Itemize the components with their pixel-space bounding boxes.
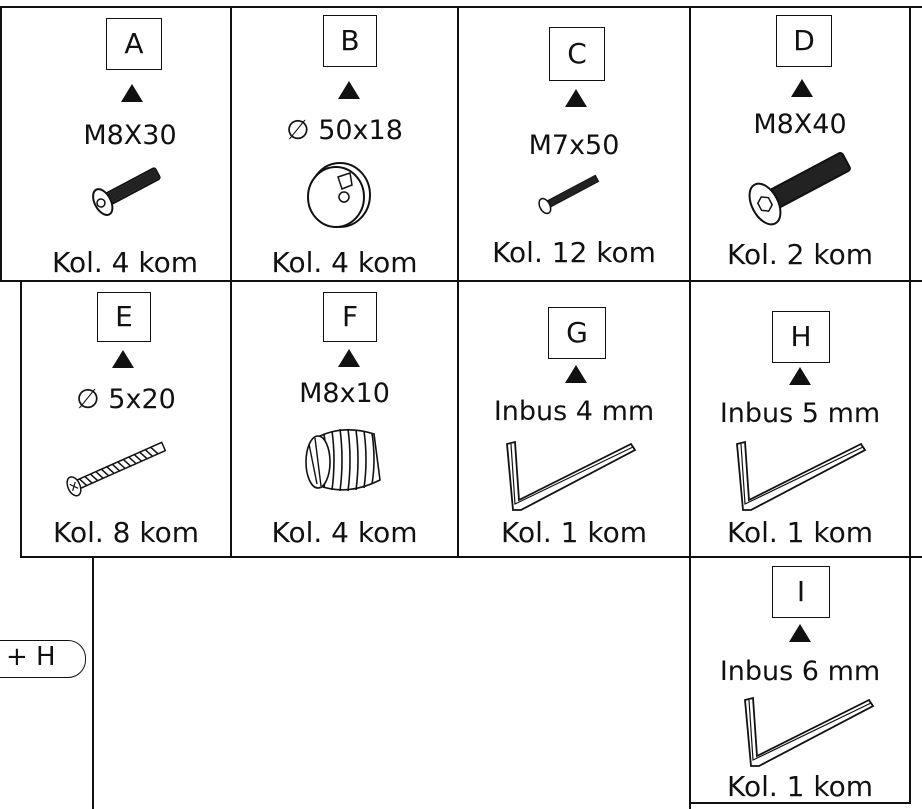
part-letter-h: H bbox=[772, 311, 830, 363]
pointer-arrow-e bbox=[112, 350, 134, 368]
lower-left-divider bbox=[92, 558, 94, 809]
part-letter-c: C bbox=[549, 27, 605, 81]
part-spec-i: Inbus 6 mm bbox=[719, 656, 881, 687]
right-edge-border bbox=[909, 8, 911, 803]
part-qty-i: Kol. 1 kom bbox=[726, 770, 873, 803]
part-spec-b-value: 50x18 bbox=[318, 115, 403, 146]
part-letter-f: F bbox=[323, 292, 377, 342]
allen-key-icon bbox=[506, 440, 637, 511]
part-qty-h: Kol. 1 kom bbox=[726, 516, 873, 549]
pointer-arrow-i bbox=[789, 624, 811, 642]
part-letter-b: B bbox=[323, 15, 377, 67]
col1-divider bbox=[230, 8, 232, 557]
col2-divider bbox=[457, 8, 459, 557]
pointer-arrow-h bbox=[789, 367, 811, 385]
col3-divider bbox=[689, 8, 691, 809]
left-edge-border bbox=[0, 8, 2, 280]
diameter-symbol: ∅ bbox=[76, 384, 100, 415]
part-qty-f: Kol. 4 kom bbox=[271, 516, 418, 549]
part-qty-c: Kol. 12 kom bbox=[492, 236, 656, 269]
pointer-arrow-d bbox=[791, 79, 813, 97]
threaded-insert-icon bbox=[305, 428, 381, 492]
part-letter-e: E bbox=[97, 292, 151, 342]
row2-bottom-border bbox=[20, 556, 922, 558]
allen-key-icon bbox=[736, 440, 867, 511]
pointer-arrow-c bbox=[565, 89, 587, 107]
cell-i-bottom-border bbox=[689, 802, 911, 804]
cam-lock-icon bbox=[307, 162, 371, 228]
row1-bottom-border bbox=[0, 280, 922, 282]
wood-screw-icon bbox=[66, 441, 167, 497]
part-spec-g: Inbus 4 mm bbox=[493, 396, 655, 427]
part-spec-b: ∅ 50x18 bbox=[232, 115, 457, 146]
part-spec-f: M8x10 bbox=[299, 378, 390, 409]
side-note-text: + H bbox=[6, 642, 56, 672]
allen-key-icon bbox=[744, 696, 875, 767]
pointer-arrow-f bbox=[338, 349, 360, 367]
col1-left-border bbox=[20, 282, 22, 557]
countersunk-screw-icon bbox=[538, 174, 600, 215]
part-spec-h: Inbus 5 mm bbox=[719, 398, 881, 429]
hex-socket-bolt-icon bbox=[748, 152, 851, 226]
hex-socket-bolt-icon bbox=[92, 167, 161, 216]
pointer-arrow-g bbox=[565, 365, 587, 383]
part-qty-b: Kol. 4 kom bbox=[271, 246, 418, 279]
part-qty-d: Kol. 2 kom bbox=[726, 238, 873, 271]
pointer-arrow-b bbox=[338, 81, 360, 99]
part-spec-a: M8X30 bbox=[83, 120, 177, 151]
part-letter-i: I bbox=[772, 566, 830, 618]
part-qty-a: Kol. 4 kom bbox=[51, 246, 198, 279]
part-spec-d: M8X40 bbox=[753, 109, 847, 140]
part-letter-g: G bbox=[548, 307, 606, 359]
part-letter-a: A bbox=[106, 18, 162, 70]
top-border bbox=[0, 6, 922, 8]
diameter-symbol: ∅ bbox=[286, 115, 310, 146]
side-note-pill bbox=[0, 640, 86, 678]
part-qty-g: Kol. 1 kom bbox=[500, 516, 647, 549]
part-spec-e: ∅ 5x20 bbox=[22, 384, 230, 415]
pointer-arrow-a bbox=[121, 84, 143, 102]
part-spec-c: M7x50 bbox=[528, 130, 620, 161]
part-qty-e: Kol. 8 kom bbox=[52, 516, 199, 549]
part-letter-d: D bbox=[776, 15, 832, 67]
part-spec-e-value: 5x20 bbox=[108, 384, 176, 415]
